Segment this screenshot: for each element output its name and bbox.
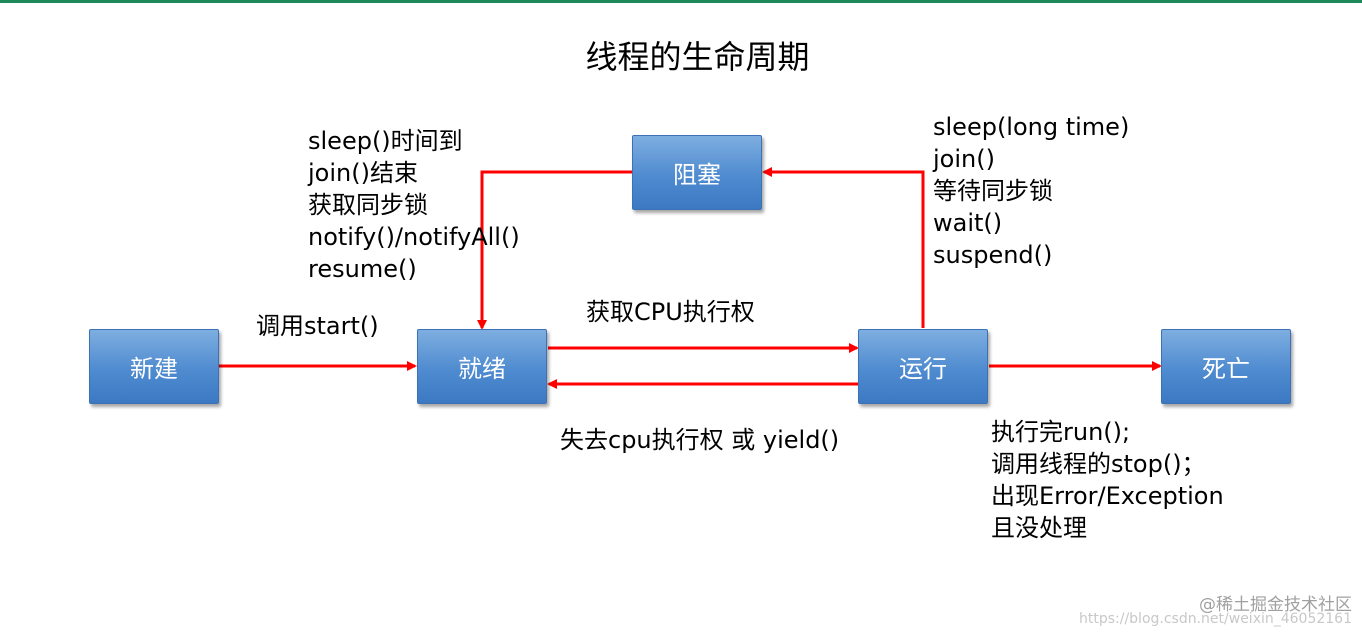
watermark-url: https://blog.csdn.net/weixin_46052161 xyxy=(1078,611,1352,627)
terminate-condition: 执行完run(); xyxy=(991,418,1131,446)
label-block-conditions: sleep(long time) join() 等待同步锁 wait() sus… xyxy=(933,111,1129,271)
block-condition: join() xyxy=(933,145,995,173)
state-blocked: 阻塞 xyxy=(632,135,762,210)
unblock-condition: resume() xyxy=(308,255,417,283)
unblock-condition: join()结束 xyxy=(308,159,418,187)
arrow-blocked-to-runnable xyxy=(477,170,632,330)
diagram-title: 线程的生命周期 xyxy=(585,38,810,76)
arrow-running-to-blocked xyxy=(762,167,925,328)
label-lose-cpu: 失去cpu执行权 或 yield() xyxy=(560,426,840,454)
unblock-condition: notify()/notifyAll() xyxy=(308,223,520,251)
block-condition: suspend() xyxy=(933,241,1053,269)
block-condition: sleep(long time) xyxy=(933,113,1130,141)
watermark-juejin: @稀土掘金技术社区 xyxy=(1199,595,1352,615)
label-start: 调用start() xyxy=(256,312,379,340)
label-unblock-conditions: sleep()时间到 join()结束 获取同步锁 notify()/notif… xyxy=(308,125,520,285)
label-get-cpu: 获取CPU执行权 xyxy=(586,298,755,326)
terminate-condition: 且没处理 xyxy=(991,514,1087,542)
unblock-condition: 获取同步锁 xyxy=(308,191,428,219)
terminate-condition: 调用线程的stop()； xyxy=(991,450,1206,478)
state-runnable: 就绪 xyxy=(417,329,547,404)
block-condition: 等待同步锁 xyxy=(933,177,1053,205)
state-new: 新建 xyxy=(89,329,219,404)
block-condition: wait() xyxy=(933,209,1003,237)
state-running: 运行 xyxy=(858,329,988,404)
terminate-condition: 出现Error/Exception xyxy=(991,482,1224,510)
label-terminate-conditions: 执行完run(); 调用线程的stop()； 出现Error/Exception… xyxy=(991,416,1224,544)
watermark: @稀土掘金技术社区 https://blog.csdn.net/weixin_4… xyxy=(1079,595,1352,629)
state-dead: 死亡 xyxy=(1161,329,1291,404)
unblock-condition: sleep()时间到 xyxy=(308,127,463,155)
top-rule xyxy=(0,0,1362,3)
